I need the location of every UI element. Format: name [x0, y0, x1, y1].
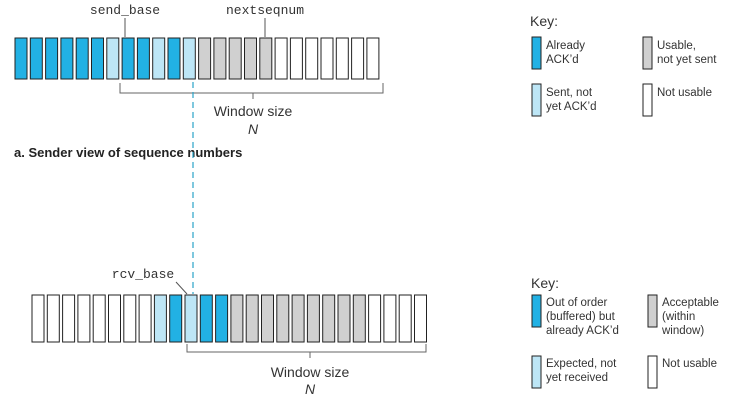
receiver-window-bracket	[186, 344, 427, 353]
sender-window-bracket	[119, 83, 384, 94]
receiver-key-swatch-not	[647, 355, 658, 389]
receiver-seq-cell-not	[398, 294, 412, 343]
sender-seq-cell-acked	[91, 37, 104, 80]
receiver-seq-cell-usable	[337, 294, 351, 343]
receiver-seq-cell-not	[31, 294, 45, 343]
receiver-seq-cell-not	[92, 294, 106, 343]
receiver-key-label: already ACK’d	[546, 325, 619, 337]
sender-key-label: ACK’d	[546, 54, 579, 66]
receiver-seq-cell-usable	[352, 294, 366, 343]
receiver-seq-cell-usable	[322, 294, 336, 343]
receiver-seq-cell-not	[138, 294, 152, 343]
sender-seq-cell-sent	[152, 37, 166, 80]
receiver-key-swatch-expected	[531, 355, 542, 389]
receiver-seq-cell-not	[46, 294, 60, 343]
sender-window-var: N	[248, 121, 259, 137]
sender-seq-cell-acked	[29, 37, 43, 80]
receiver-key-label: Expected, not	[546, 358, 617, 370]
sender-seq-cell-acked	[167, 37, 181, 80]
receiver-seq-cell-expected	[184, 294, 198, 343]
sender-seq-cell-acked	[136, 37, 150, 80]
receiver-key-label: (buffered) but	[546, 311, 616, 323]
sender-key-label: Not usable	[657, 87, 712, 99]
sender-seq-cell-not	[335, 37, 349, 80]
send-base-label: send_base	[90, 3, 160, 18]
receiver-key-label: yet received	[546, 372, 608, 384]
sender-seq-cell-not	[274, 37, 288, 80]
sender-key-label: yet ACK’d	[546, 101, 597, 113]
sender-seq-cell-acked	[14, 37, 28, 80]
receiver-seq-cell-not	[108, 294, 121, 343]
receiver-seq-cell-usable	[291, 294, 305, 343]
receiver-sequence-row	[31, 294, 427, 343]
sender-key-label: not yet sent	[657, 54, 717, 66]
sender-key-swatch-sent	[531, 83, 542, 117]
rcv-base-label: rcv_base	[112, 267, 174, 282]
receiver-seq-cell-not	[383, 294, 397, 343]
sender-key-label: Already	[546, 40, 585, 52]
sender-seq-cell-not	[320, 37, 334, 80]
sender-key-swatch-acked	[531, 36, 542, 70]
receiver-key: Key: Out of order (buffered) but already A…	[531, 275, 719, 389]
sender-seq-cell-usable	[259, 37, 273, 80]
receiver-key-swatch-usable	[647, 294, 658, 328]
receiver-seq-cell-not	[62, 294, 76, 343]
receiver-seq-cell-usable	[230, 294, 244, 343]
sender-key-swatch-not	[642, 83, 653, 117]
receiver-seq-cell-acked	[215, 294, 229, 343]
sender-seq-cell-acked	[121, 37, 135, 80]
sender-key-label: Usable,	[657, 40, 696, 52]
sender-seq-cell-acked	[45, 37, 59, 80]
sender-seq-cell-not	[351, 37, 365, 80]
sender-seq-cell-usable	[213, 37, 227, 80]
receiver-seq-cell-expected	[153, 294, 167, 343]
receiver-seq-cell-acked	[199, 294, 213, 343]
receiver-key-label: Out of order	[546, 297, 608, 309]
sender-window-label: Window size	[214, 103, 293, 119]
sender-seq-cell-acked	[75, 37, 89, 80]
receiver-key-label: Not usable	[662, 358, 717, 370]
receiver-seq-cell-not	[123, 294, 137, 343]
receiver-key-title: Key:	[531, 275, 559, 291]
receiver-seq-cell-usable	[245, 294, 259, 343]
receiver-key-label: window)	[661, 325, 704, 337]
receiver-seq-cell-not	[77, 294, 91, 343]
sender-caption: a. Sender view of sequence numbers	[14, 145, 242, 160]
sender-seq-cell-usable	[244, 37, 257, 80]
receiver-window-var: N	[305, 381, 316, 397]
receiver-seq-cell-acked	[169, 294, 183, 343]
sender-seq-cell-sent	[182, 37, 196, 80]
rcv-base-pointer	[175, 281, 188, 295]
sender-sequence-row	[14, 37, 380, 80]
sender-key-label: Sent, not	[546, 87, 593, 99]
sender-seq-cell-usable	[228, 37, 242, 80]
receiver-seq-cell-not	[414, 294, 427, 343]
receiver-seq-cell-usable	[276, 294, 290, 343]
sender-seq-cell-not	[305, 37, 319, 80]
receiver-key-swatch-acked	[531, 294, 542, 328]
sender-seq-cell-sent	[106, 37, 120, 80]
sender-seq-cell-not	[289, 37, 303, 80]
sender-seq-cell-usable	[198, 37, 212, 80]
sender-key-swatch-usable	[642, 36, 653, 70]
receiver-seq-cell-usable	[261, 294, 274, 343]
sender-seq-cell-acked	[60, 37, 74, 80]
receiver-seq-cell-not	[368, 294, 382, 343]
receiver-key-label: (within	[662, 311, 695, 323]
sender-key-title: Key:	[530, 13, 558, 29]
receiver-window-label: Window size	[271, 364, 350, 380]
receiver-key-label: Acceptable	[662, 297, 719, 309]
receiver-seq-cell-usable	[306, 294, 320, 343]
sender-seq-cell-not	[366, 37, 380, 80]
nextseqnum-label: nextseqnum	[226, 3, 304, 18]
